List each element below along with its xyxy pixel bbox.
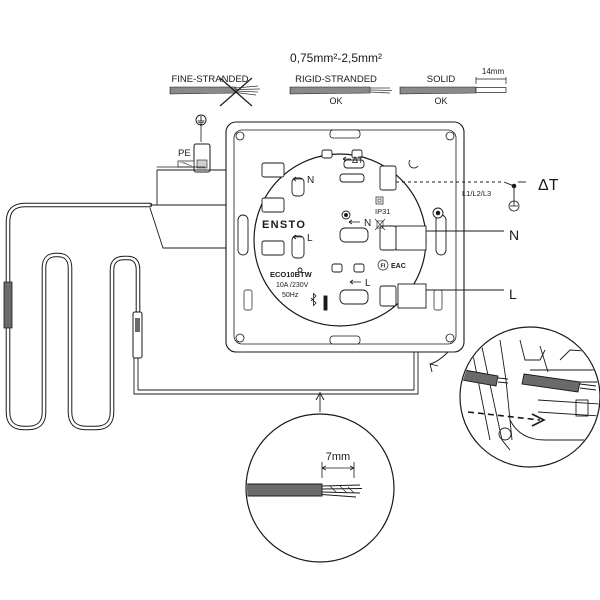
class-ii-icon bbox=[375, 196, 384, 205]
wire-ok-label: OK bbox=[329, 96, 342, 106]
pe-terminal: PE bbox=[177, 114, 211, 173]
mid-l-label: L bbox=[365, 278, 371, 289]
terminal-labels: ΔT N L N L bbox=[292, 155, 371, 289]
terminal-n-right bbox=[379, 225, 397, 251]
model-label: ECO10BTW bbox=[270, 270, 313, 279]
wire-spec: 0,75mm²-2,5mm² FINE-STRANDED RIGID-STRAN… bbox=[169, 51, 507, 107]
terminal-delta-t-right bbox=[379, 165, 397, 191]
pe-label: PE bbox=[178, 148, 191, 159]
l-label: L bbox=[509, 286, 517, 302]
wire-solid: SOLID OK 14mm bbox=[399, 67, 507, 106]
external-wiring bbox=[396, 181, 526, 291]
terminal-l-right bbox=[379, 285, 397, 307]
mid-n-label: N bbox=[364, 218, 371, 229]
strip-length-label: 14mm bbox=[482, 67, 505, 76]
frequency-label: 50Hz bbox=[282, 292, 299, 299]
terminal-block bbox=[261, 149, 444, 311]
moon-icon bbox=[408, 159, 419, 169]
device-label-block: ENSTO ECO10BTW 10A /230V 50Hz IP31 FI EA… bbox=[262, 159, 419, 307]
delta-t-small-label: ΔT bbox=[352, 155, 364, 165]
brand-label: ENSTO bbox=[262, 219, 306, 231]
wire-ok-label: OK bbox=[434, 96, 447, 106]
wire-type-label: FINE-STRANDED bbox=[171, 74, 248, 85]
wire-fine-stranded: FINE-STRANDED bbox=[169, 74, 261, 107]
ip-rating-label: IP31 bbox=[375, 207, 390, 216]
thermostat-symbol-icon bbox=[508, 200, 520, 212]
terminal-n-left bbox=[261, 197, 285, 213]
release-detail-callout bbox=[429, 326, 600, 468]
strip-7mm-label: 7mm bbox=[326, 451, 350, 463]
eac-cert-icon: EAC bbox=[391, 263, 406, 270]
svg-text:FI: FI bbox=[381, 264, 386, 270]
wire-type-label: SOLID bbox=[427, 74, 456, 85]
line-select-label: L1/L2/L3 bbox=[462, 189, 491, 198]
rating-label: 10A /230V bbox=[276, 282, 309, 289]
delta-t-label: ΔT bbox=[538, 177, 559, 194]
left-n-label: N bbox=[307, 175, 314, 186]
wire-type-label: RIGID-STRANDED bbox=[295, 74, 377, 85]
weee-bin-icon bbox=[374, 218, 386, 231]
wire-rigid-stranded: RIGID-STRANDED OK bbox=[289, 74, 393, 106]
terminal-l-left bbox=[261, 240, 285, 256]
bluetooth-icon bbox=[310, 292, 317, 307]
n-label: N bbox=[509, 227, 519, 243]
cross-section-label: 0,75mm²-2,5mm² bbox=[290, 51, 382, 65]
terminal-delta-t-left bbox=[261, 162, 285, 178]
fi-cert-icon: FI bbox=[377, 259, 389, 271]
left-l-label: L bbox=[307, 233, 313, 244]
strip-length-callout: 7mm bbox=[245, 392, 395, 563]
